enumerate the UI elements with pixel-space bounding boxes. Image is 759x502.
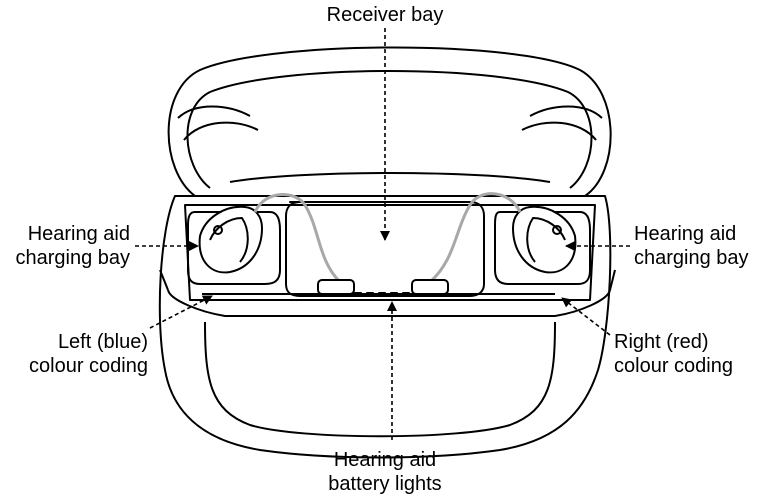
right-colour-coding-label: Right (red) colour coding [614, 330, 754, 378]
left-colour-coding-line-1: Left (blue) [57, 331, 148, 353]
left-colour-coding-label: Left (blue) colour coding [2, 330, 148, 378]
right-hearing-aid [512, 205, 577, 274]
left-charging-bay-line-1: Hearing aid [27, 223, 130, 245]
battery-lights-label: Hearing aid battery lights [310, 448, 460, 496]
left-hearing-aid [198, 205, 263, 274]
leader-lines [135, 28, 630, 440]
receivers [317, 279, 449, 295]
receiver-tubes [253, 192, 522, 284]
right-charging-bay-line-1: Hearing aid [634, 223, 737, 245]
battery-lights [354, 292, 410, 297]
right-colour-coding-leader [561, 297, 611, 336]
left-charging-bay-label: Hearing aid charging bay [2, 222, 130, 270]
right-colour-coding-line-2: colour coding [614, 355, 733, 377]
left-charging-bay-line-2: charging bay [15, 247, 130, 269]
battery-lights-line-2: battery lights [328, 473, 442, 495]
right-charging-bay-label: Hearing aid charging bay [634, 222, 758, 270]
left-colour-coding-leader [149, 295, 213, 329]
left-colour-coding-line-2: colour coding [29, 355, 148, 377]
case-lid [167, 46, 612, 197]
receiver-bay-label: Receiver bay [326, 4, 444, 26]
right-colour-coding-line-1: Right (red) [614, 331, 709, 353]
battery-lights-line-1: Hearing aid [333, 449, 437, 471]
right-charging-bay-line-2: charging bay [634, 247, 749, 269]
